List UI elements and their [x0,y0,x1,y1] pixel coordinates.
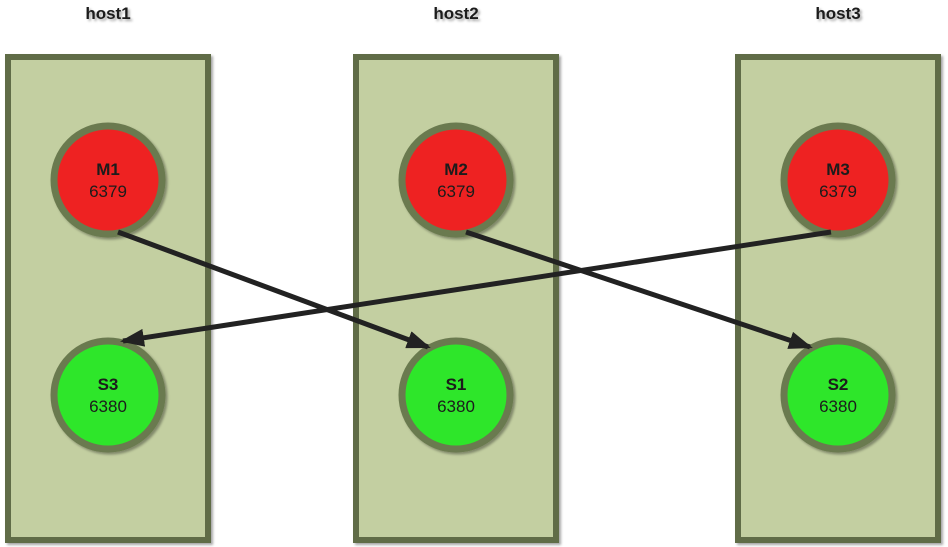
node-port-label-S3: 6380 [89,397,127,416]
slave-node-circle-S1 [398,337,514,453]
host-title-host2: host2 [433,4,478,23]
node-port-label-S1: 6380 [437,397,475,416]
node-id-label-S2: S2 [828,375,849,394]
replication-arrow-M3-to-S3 [120,229,832,347]
slave-node-circle-S2 [780,337,896,453]
node-port-label-M3: 6379 [819,182,857,201]
node-port-label-S2: 6380 [819,397,857,416]
master-node-circle-M2 [398,122,514,238]
node-id-label-M3: M3 [826,160,850,179]
node-port-label-M1: 6379 [89,182,127,201]
host-boxes-layer: host1 host2 host3 [5,4,941,543]
slave-node-circle-S3 [50,337,166,453]
replication-arrow-M2-to-S2 [465,229,813,350]
host-title-host3: host3 [815,4,860,23]
node-id-label-M1: M1 [96,160,120,179]
master-node-circle-M1 [50,122,166,238]
host-title-host1: host1 [85,4,130,23]
node-id-label-M2: M2 [444,160,468,179]
node-port-label-M2: 6379 [437,182,475,201]
edges-layer [117,229,832,350]
node-id-label-S3: S3 [98,375,119,394]
node-id-label-S1: S1 [446,375,467,394]
master-node-circle-M3 [780,122,896,238]
replication-arrow-M1-to-S1 [117,229,431,350]
